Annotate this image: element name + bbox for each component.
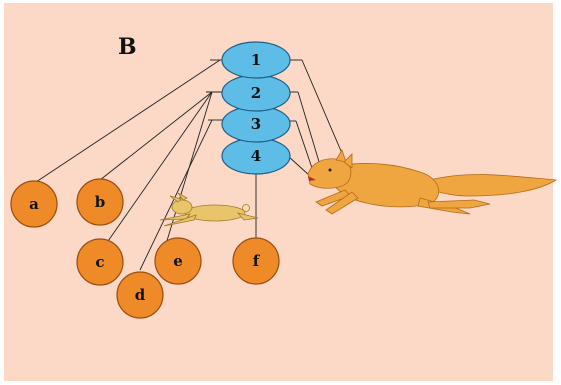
rabbit-hind-leg [236, 212, 259, 221]
line-disc4-to-fox [287, 155, 311, 177]
fox-figure [307, 149, 558, 215]
line-disc2-to-b [99, 91, 213, 181]
fox-eye [328, 168, 332, 172]
rabbit-front-leg-2 [163, 214, 197, 227]
rabbit-ear [169, 195, 182, 203]
disc-2: 2 [221, 74, 291, 112]
disc-4-label: 4 [251, 147, 261, 165]
node-d-label: d [135, 286, 146, 304]
line-disc2-to-c [105, 91, 213, 245]
rabbit-tail [242, 204, 250, 212]
node-b-circle [76, 178, 124, 226]
disc-1: 1 [221, 41, 291, 79]
line-disc2-fox-diag [297, 91, 321, 166]
fox-front-leg-2 [325, 191, 359, 215]
fox-head [307, 158, 352, 189]
disc-3-label: 3 [251, 115, 261, 133]
node-b: b [76, 178, 124, 226]
disc-stack: 4 3 2 1 [221, 41, 291, 175]
rabbit-front-leg [159, 213, 191, 221]
node-a-circle [10, 180, 58, 228]
node-a-label: a [29, 195, 39, 213]
node-c-label: c [95, 253, 104, 271]
rabbit-figure [159, 192, 259, 227]
fox-front-leg [315, 189, 351, 207]
node-a: a [10, 180, 58, 228]
node-e: e [154, 237, 202, 285]
node-e-label: e [173, 252, 183, 270]
disc-1-shape [221, 41, 291, 79]
node-e-circle [154, 237, 202, 285]
node-b-label: b [95, 193, 106, 211]
node-d-circle [116, 271, 164, 319]
fox-hind-leg-2 [427, 199, 491, 209]
line-disc1-to-a [35, 59, 221, 183]
node-f-circle [232, 237, 280, 285]
node-f-label: f [253, 252, 261, 270]
fox-mouth [308, 176, 316, 181]
disc-1-label: 1 [251, 51, 261, 69]
rabbit-head [171, 199, 193, 215]
panel-title: B [118, 34, 137, 60]
node-group: a b c d e f [10, 178, 280, 319]
node-c: c [76, 238, 124, 286]
fox-ear-2 [343, 153, 353, 169]
line-disc3-to-d [139, 119, 213, 271]
node-c-circle [76, 238, 124, 286]
fox-ear [335, 149, 347, 163]
connector-lines [35, 59, 345, 271]
fox-tail [429, 174, 558, 197]
node-f: f [232, 237, 280, 285]
disc-4: 4 [221, 137, 291, 175]
rabbit-ear-2 [177, 192, 188, 201]
line-disc1-fox-diag [301, 59, 345, 159]
disc-2-label: 2 [251, 84, 261, 102]
line-disc3-fox-diag [295, 120, 313, 169]
node-d: d [116, 271, 164, 319]
